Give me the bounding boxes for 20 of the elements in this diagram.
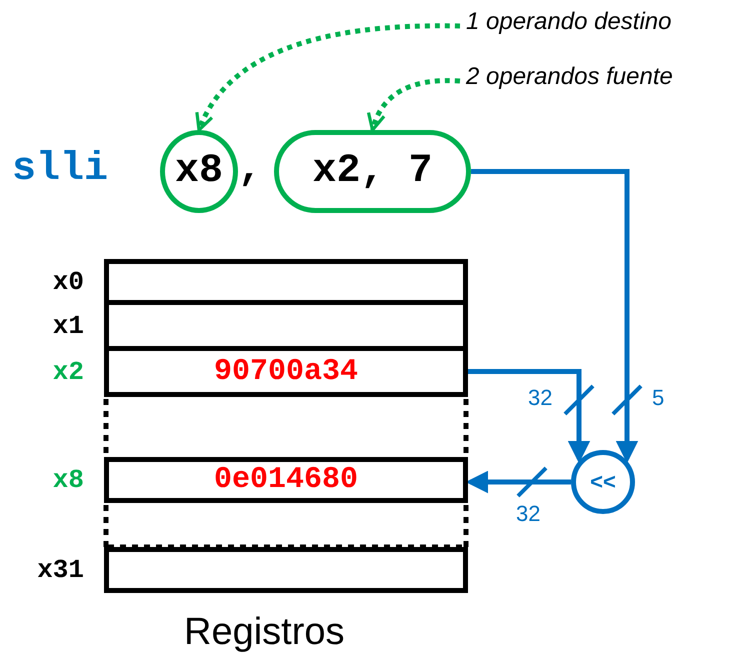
- register-cell: 0e014680: [104, 457, 468, 503]
- register-name: x31: [36, 554, 84, 586]
- annotation-text: 2 operandos fuente: [466, 63, 746, 99]
- register-file-caption: Registros: [184, 612, 344, 654]
- register-name: x1: [52, 310, 84, 342]
- register-cell: [104, 547, 468, 593]
- register-name: x2: [52, 356, 84, 388]
- shifter-circle: <<: [571, 450, 635, 514]
- operand-outline: x8: [160, 130, 238, 213]
- register-name: x0: [52, 266, 84, 298]
- operand-outline: x2, 7: [274, 130, 471, 213]
- arrow: [468, 369, 590, 464]
- dotted-arrow: [196, 23, 460, 132]
- annotation-text: 1 operando destino: [466, 8, 746, 44]
- register-name: x8: [52, 464, 84, 496]
- instruction-mnemonic: slli: [12, 148, 108, 192]
- dotted-arrow: [368, 78, 460, 132]
- separator-comma: ,: [238, 148, 262, 192]
- arrow: [471, 169, 638, 464]
- arrow: [466, 470, 571, 494]
